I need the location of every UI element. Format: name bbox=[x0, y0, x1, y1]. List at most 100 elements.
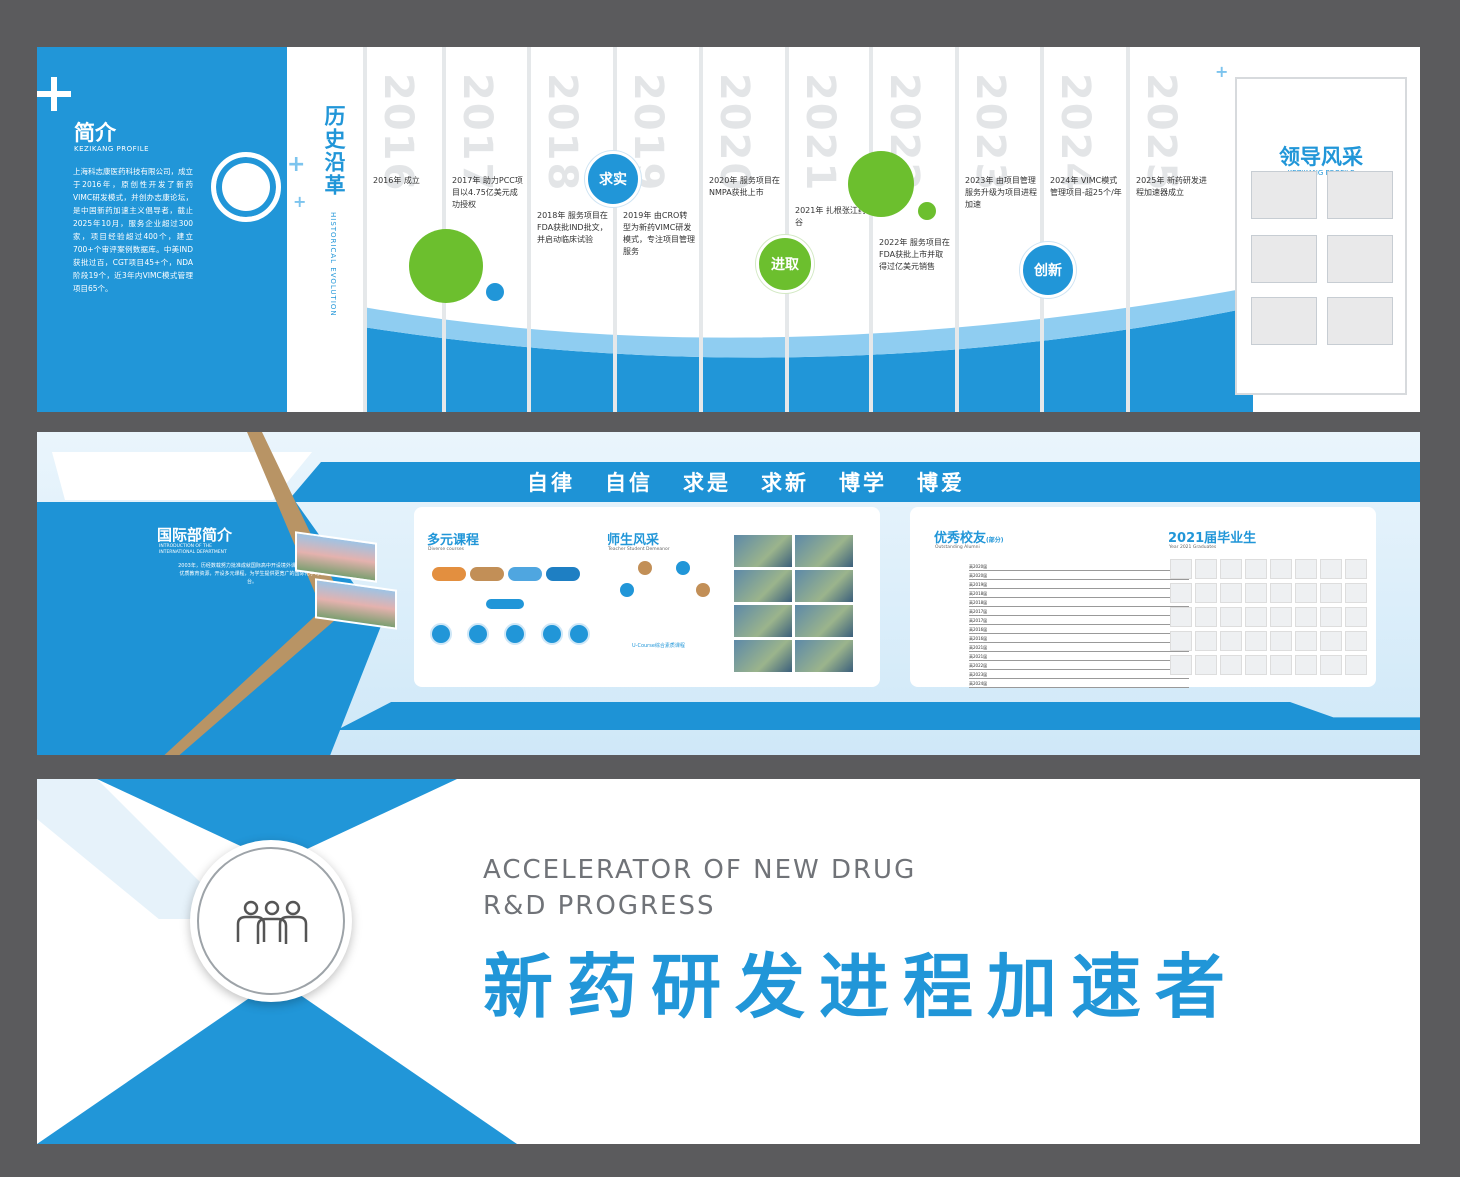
motto-list: 自律 自信 求是 求新 博学 博爱 bbox=[527, 462, 965, 502]
history-panel: 简介 KEZIKANG PROFILE 上海科志康医药科技有限公司，成立于201… bbox=[37, 47, 1420, 412]
badge-jinqu: 进取 bbox=[756, 235, 814, 293]
teacher-photo bbox=[795, 570, 853, 602]
table-row: 高2016届 bbox=[969, 634, 1189, 643]
timeline-year: 2020 bbox=[711, 73, 757, 193]
graduate-photo bbox=[1295, 583, 1317, 603]
graduate-photo bbox=[1220, 583, 1242, 603]
teacher-photo bbox=[795, 535, 853, 567]
graduate-photo bbox=[1245, 559, 1267, 579]
graduate-photo bbox=[1320, 583, 1342, 603]
graduate-photo bbox=[1345, 607, 1367, 627]
courses-subtitle: Diverse courses bbox=[428, 547, 464, 552]
course-dot bbox=[541, 623, 563, 645]
slogan-panel: ACCELERATOR OF NEW DRUG R&D PROGRESS 新药研… bbox=[37, 779, 1420, 1144]
alumni-title: 优秀校友(部分) bbox=[934, 531, 1004, 546]
graduate-photo bbox=[1220, 607, 1242, 627]
motto-item: 博学 bbox=[839, 471, 887, 495]
teacher-dot bbox=[638, 561, 652, 575]
graduate-photo bbox=[1195, 559, 1217, 579]
motto-item: 求新 bbox=[761, 471, 809, 495]
timeline-year: 2016 bbox=[375, 73, 421, 193]
table-row: 高2023届 bbox=[969, 670, 1189, 679]
course-dot bbox=[430, 623, 452, 645]
course-pill bbox=[470, 567, 504, 581]
badge-chuangxin: 创新 bbox=[1020, 242, 1076, 298]
graduate-photo bbox=[1195, 655, 1217, 675]
graduate-photo bbox=[1170, 559, 1192, 579]
timeline-year: 2021 bbox=[797, 73, 843, 193]
plus-icon bbox=[37, 77, 71, 111]
graduate-photo bbox=[1270, 583, 1292, 603]
timeline-event: 2020年 服务项目在NMPA获批上市 bbox=[709, 176, 780, 197]
teacher-dot bbox=[696, 583, 710, 597]
timeline-event: 2018年 服务项目在FDA获批IND批文，并启动临床试验 bbox=[537, 211, 608, 244]
motto-item: 自律 bbox=[527, 471, 575, 495]
motto-item: 自信 bbox=[605, 471, 653, 495]
graduate-photo bbox=[1320, 559, 1342, 579]
graduate-photo bbox=[1245, 631, 1267, 651]
leader-subtitle: KEZIKANG PROFILE bbox=[1287, 169, 1355, 177]
teachers-title: 师生风采 bbox=[607, 533, 660, 548]
timeline-column: 2022 bbox=[869, 47, 949, 412]
intl-subtitle: INTRODUCTION OF THE INTERNATIONAL DEPART… bbox=[159, 544, 227, 555]
graduate-photo bbox=[1320, 607, 1342, 627]
graduate-photo bbox=[1170, 655, 1192, 675]
timeline-event: 2022年 服务项目在FDA获批上市并取得过亿美元销售 bbox=[879, 238, 950, 271]
people-group-icon bbox=[236, 900, 308, 944]
graduate-photo bbox=[1295, 655, 1317, 675]
band-decoration bbox=[337, 702, 1420, 730]
graduate-photo bbox=[1195, 607, 1217, 627]
grad-title: 2021届毕业生 bbox=[1168, 531, 1257, 546]
timeline-column: 2018 bbox=[527, 47, 607, 412]
timeline-event: 2016年 成立 bbox=[373, 176, 420, 185]
timeline-column: 2024 bbox=[1040, 47, 1120, 412]
intro-block bbox=[37, 47, 287, 412]
timeline-column: 2020 bbox=[699, 47, 779, 412]
green-circle bbox=[848, 151, 914, 217]
graduate-photo bbox=[1295, 559, 1317, 579]
wave-decoration bbox=[363, 287, 1253, 412]
slogan-en: ACCELERATOR OF NEW DRUG R&D PROGRESS bbox=[483, 855, 917, 921]
timeline-event: 2021年 扎根张江药谷 bbox=[795, 206, 866, 227]
intro-text: 上海科志康医药科技有限公司，成立于2016年，原创性开发了新药VIMC研发模式，… bbox=[73, 167, 193, 293]
alumni-subtitle: Outstanding Alumni bbox=[935, 545, 980, 550]
course-dot bbox=[568, 623, 590, 645]
graduate-photo bbox=[1295, 631, 1317, 651]
timeline-column: 2016 bbox=[363, 47, 443, 412]
table-row: 高2021届 bbox=[969, 643, 1189, 652]
timeline-year: 2024 bbox=[1052, 73, 1098, 193]
course-dot bbox=[504, 623, 526, 645]
timeline-event: 2025年 新药研发进程加速器成立 bbox=[1136, 176, 1207, 197]
course-pill bbox=[546, 567, 580, 581]
leader-photo bbox=[1327, 171, 1393, 219]
plus-icon: + bbox=[287, 152, 306, 177]
graduate-photo bbox=[1195, 583, 1217, 603]
courses-title: 多元课程 bbox=[427, 533, 480, 548]
timeline-event: 2019年 由CRO转型为新药VIMC研发模式，专注项目管理服务 bbox=[623, 211, 695, 256]
table-row: 高2020届 bbox=[969, 571, 1189, 580]
history-title: 历史沿革 bbox=[322, 105, 346, 197]
timeline-column: 2025 bbox=[1126, 47, 1206, 412]
graduate-photo bbox=[1245, 655, 1267, 675]
graduate-photo bbox=[1245, 583, 1267, 603]
graduate-photo bbox=[1220, 631, 1242, 651]
leader-photo bbox=[1327, 297, 1393, 345]
teacher-photo bbox=[795, 640, 853, 672]
leader-title: 领导风采 bbox=[1279, 145, 1363, 169]
intro-subtitle: KEZIKANG PROFILE bbox=[74, 145, 150, 153]
graduate-photo bbox=[1245, 607, 1267, 627]
timeline-year: 2023 bbox=[967, 73, 1013, 193]
graduate-photo bbox=[1220, 655, 1242, 675]
graduate-photo bbox=[1345, 559, 1367, 579]
intl-title: 国际部简介 bbox=[157, 526, 233, 544]
teacher-photo bbox=[734, 535, 792, 567]
table-row: 高2022届 bbox=[969, 661, 1189, 670]
grad-subtitle: Year 2021 Graduates bbox=[1169, 545, 1217, 550]
table-row: 高2017届 bbox=[969, 616, 1189, 625]
slogan-cn: 新药研发进程加速者 bbox=[483, 946, 1239, 1028]
history-subtitle: HISTORICAL EVOLUTION bbox=[329, 212, 337, 317]
course-pill bbox=[432, 567, 466, 581]
motto-item: 博爱 bbox=[917, 471, 965, 495]
teacher-photo bbox=[795, 605, 853, 637]
leader-photo bbox=[1251, 297, 1317, 345]
